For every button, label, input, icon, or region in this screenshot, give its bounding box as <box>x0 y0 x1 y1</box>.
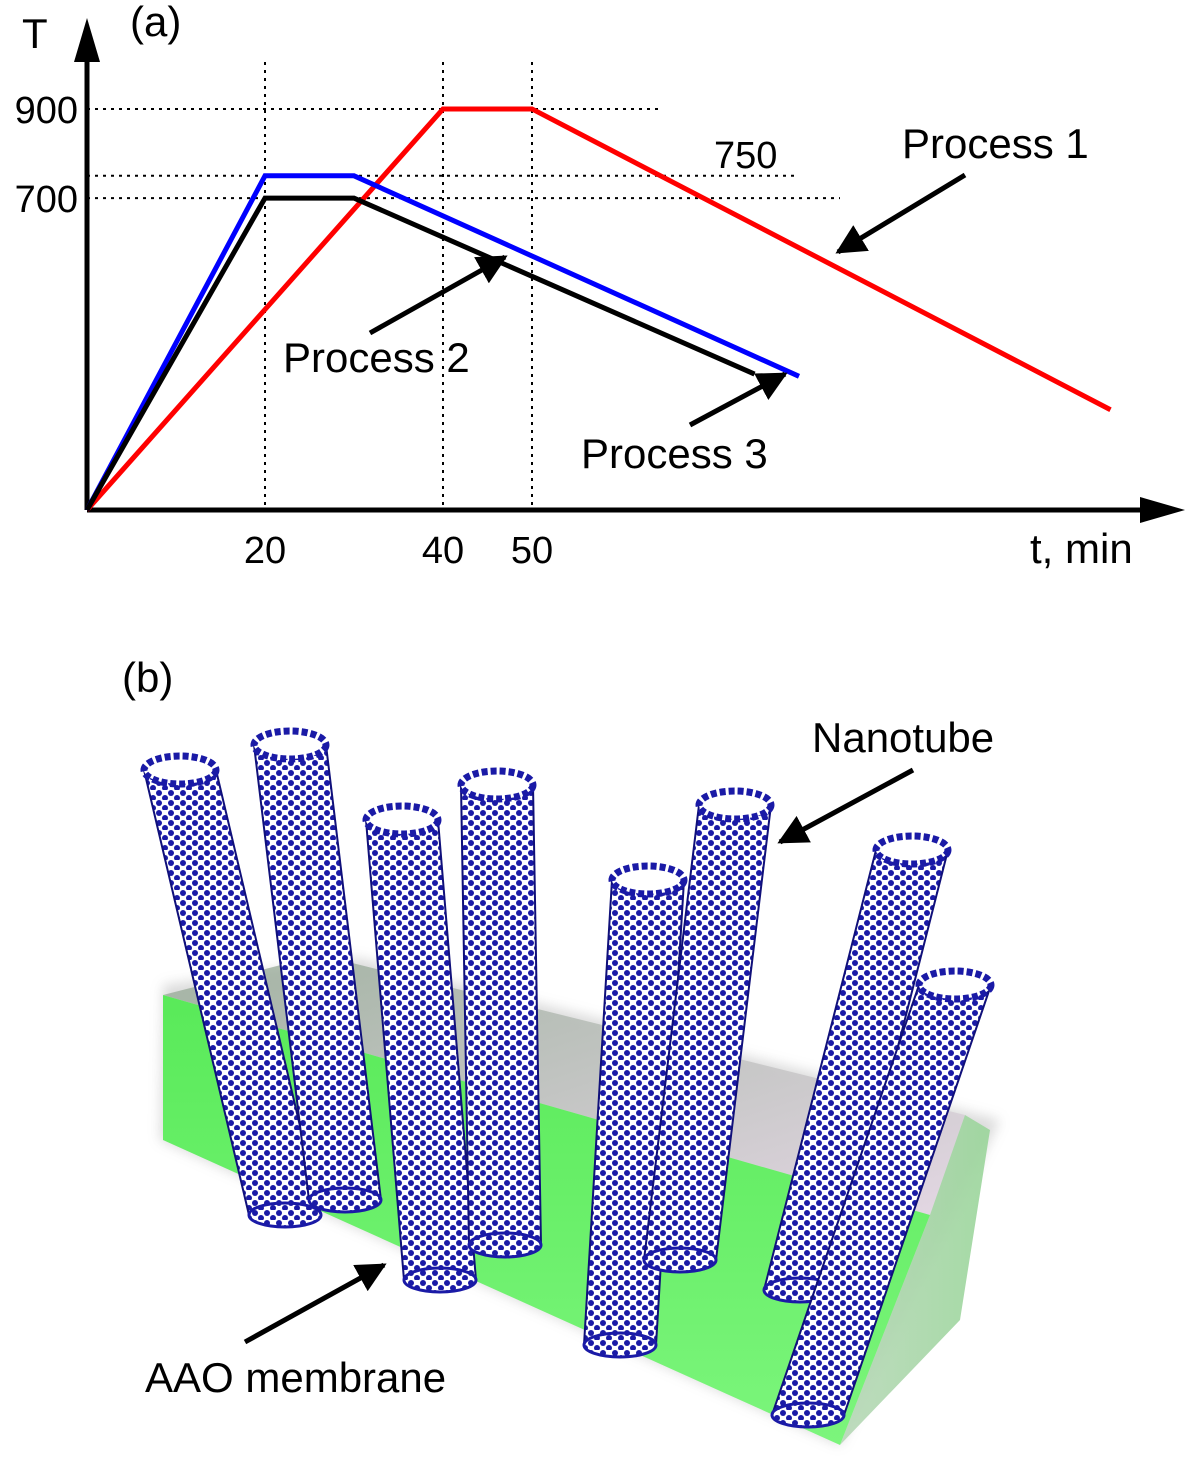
process3-label: Process 3 <box>581 430 768 477</box>
membrane-arrow <box>243 1262 387 1345</box>
nanotube-rim-8 <box>915 967 995 1003</box>
process2-arrow <box>368 254 508 336</box>
nanotube-base-2 <box>307 1186 383 1214</box>
reference-label-750: 750 <box>714 135 777 177</box>
nanotube-rim-3 <box>362 802 442 838</box>
reference-lines <box>87 62 840 510</box>
nanotube-base-5 <box>582 1331 658 1359</box>
nanotube-arrow <box>777 767 915 845</box>
x-tick-label: 50 <box>511 530 553 572</box>
membrane-label: AAO membrane <box>145 1354 446 1401</box>
nanotube-rim-5 <box>608 862 688 898</box>
series-lines <box>84 106 1112 512</box>
nanotube-base-1 <box>247 1201 323 1229</box>
panel-b-illustration: (b) Nanotube AAO membrane <box>122 654 1000 1445</box>
nanotube-base-8 <box>770 1401 846 1429</box>
membrane-top-face <box>163 955 965 1215</box>
process1-arrow <box>835 172 967 255</box>
nanotube-label: Nanotube <box>812 714 994 761</box>
nanotube-rim-1 <box>140 752 220 788</box>
process1-label: Process 1 <box>902 120 1089 167</box>
y-tick-label: 700 <box>15 179 78 221</box>
x-tick-label: 40 <box>422 530 464 572</box>
panel-b-label: (b) <box>122 654 173 701</box>
panel-a-label: (a) <box>130 0 181 45</box>
x-axis-arrow-icon <box>1140 497 1185 523</box>
nanotube-base-4 <box>467 1231 543 1259</box>
nanotube-4 <box>459 784 543 1246</box>
nanotube-base-6 <box>642 1246 718 1274</box>
nanotube-base-3 <box>402 1266 478 1294</box>
process3-arrow <box>688 371 788 428</box>
y-axis-label: T <box>22 10 48 57</box>
nanotube-rim-7 <box>872 832 952 868</box>
tick-labels: 20 40 50 700 900 <box>15 90 554 572</box>
series-line-3 <box>84 195 756 512</box>
nanotube-rim-6 <box>695 787 775 823</box>
x-tick-label: 20 <box>244 530 286 572</box>
x-axis-label: t, min <box>1030 525 1133 572</box>
series-line-1 <box>85 106 1112 512</box>
membrane-side-face <box>840 1115 990 1445</box>
y-tick-label: 900 <box>15 90 78 132</box>
series-line-2 <box>84 173 801 512</box>
y-axis-arrow-icon <box>74 18 100 62</box>
process2-label: Process 2 <box>283 334 470 381</box>
nanotube-rim-2 <box>250 727 330 763</box>
nanotube-array <box>140 727 995 1429</box>
nanotube-rim-4 <box>457 767 537 803</box>
